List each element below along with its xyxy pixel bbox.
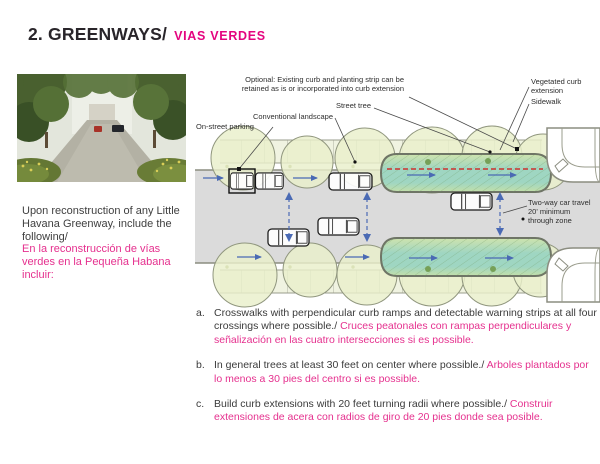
list-item-b: b. In general trees at least 30 feet on …	[196, 359, 598, 386]
label-sidewalk: Sidewalk	[531, 97, 562, 106]
intro-spanish: En la reconstrucción de vías verdes en l…	[22, 243, 171, 281]
list-text-spanish: Arboles plantados por lo menos a 30 pies…	[214, 359, 589, 385]
photo-tree-trunk	[153, 130, 156, 148]
label-conventional-landscape: Conventional landscape	[252, 112, 333, 121]
intro-paragraph: Upon reconstruction of any Little Havana…	[22, 205, 182, 282]
photo-dark-car	[112, 125, 124, 132]
list-text: Crosswalks with perpendicular curb ramps…	[214, 307, 598, 347]
vegetated-curb-extension-top	[379, 153, 553, 193]
page-title: 2. GREENWAYS/ VIAS VERDES	[28, 24, 266, 45]
vegetated-curb-extension-bottom	[379, 237, 553, 277]
list-item-c: c. Build curb extensions with 20 feet tu…	[196, 398, 598, 425]
greenway-plan-diagram: Optional: Existing curb and planting str…	[195, 70, 600, 310]
intro-english: Upon reconstruction of any Little Havana…	[22, 205, 180, 243]
curb-ramp	[554, 158, 569, 173]
title-spanish: VIAS VERDES	[174, 29, 266, 43]
photo-distant-building	[89, 104, 115, 124]
list-marker: a.	[196, 307, 205, 319]
photo-right-trees	[133, 60, 203, 140]
parked-cars	[228, 168, 373, 247]
callout-leader-lines	[237, 86, 530, 221]
photo-canopy-arch	[63, 62, 139, 98]
label-two-way-travel: Two-way car travel 20' minimum through z…	[528, 198, 591, 226]
list-item-a: a. Crosswalks with perpendicular curb ra…	[196, 307, 598, 347]
list-text-spanish: Construir extensiones de acera con radio…	[214, 398, 553, 424]
photo-tree-trunk	[45, 132, 48, 148]
requirements-list: a. Crosswalks with perpendicular curb ra…	[196, 307, 598, 437]
street-photo	[0, 60, 203, 186]
label-on-street-parking: On-street parking	[196, 122, 254, 131]
title-english: 2. GREENWAYS/	[28, 24, 168, 44]
retained-curb-box	[228, 168, 256, 194]
photo-red-car	[94, 126, 102, 132]
list-marker: c.	[196, 398, 205, 411]
list-text-english: In general trees at least 30 feet on cen…	[214, 359, 487, 372]
list-text-english: Crosswalks with perpendicular curb ramps…	[214, 307, 597, 333]
list-text: In general trees at least 30 feet on cen…	[214, 359, 598, 386]
list-marker: b.	[196, 359, 205, 372]
curb-ramp	[554, 257, 569, 272]
label-vegetated-curb-extension: Vegetated curb extension	[531, 77, 582, 96]
travel-direction-arrows	[203, 172, 517, 261]
label-street-tree: Street tree	[335, 101, 371, 110]
list-text-spanish: Cruces peatonales con rampas perpendicul…	[214, 320, 572, 346]
crosswalk-arrows	[285, 192, 504, 242]
list-text-english: Build curb extensions with 20 feet turni…	[214, 398, 510, 411]
intersection-corners	[546, 127, 600, 303]
list-text: Build curb extensions with 20 feet turni…	[214, 398, 598, 425]
label-optional-existing-curb: Optional: Existing curb and planting str…	[241, 75, 404, 94]
